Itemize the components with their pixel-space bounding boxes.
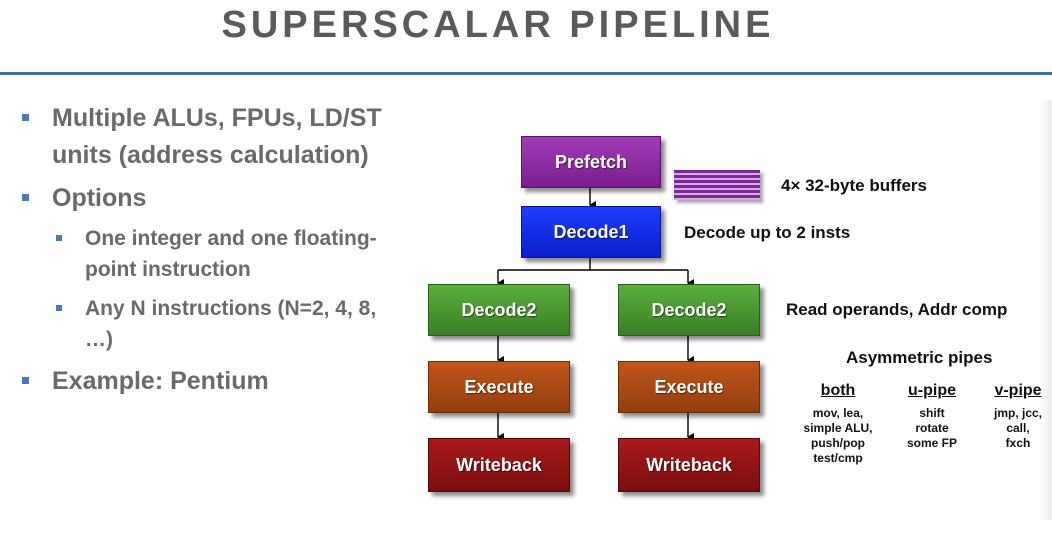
pipe-column-line: jmp, jcc, bbox=[993, 406, 1043, 420]
bullet-example: Example: Pentium bbox=[20, 363, 400, 400]
stage-prefetch: Prefetch bbox=[521, 136, 661, 188]
decode2-note: Read operands, Addr comp bbox=[786, 300, 1008, 319]
pipe-column-line: mov, lea, bbox=[812, 406, 864, 420]
stage-writeback-right: Writeback bbox=[618, 438, 760, 492]
bullet-options: Options bbox=[20, 180, 400, 217]
pipe-column-header: u-pipe bbox=[908, 382, 956, 399]
stage-decode2-left: Decode2 bbox=[428, 284, 570, 336]
pipe-column-v-pipe: v-pipe jmp, jcc, call, fxch bbox=[986, 382, 1050, 451]
stage-decode2-right: Decode2 bbox=[618, 284, 760, 336]
pipe-column-line: rotate bbox=[915, 421, 949, 435]
pipe-column-u-pipe: u-pipe shift rotate some FP bbox=[892, 382, 972, 451]
slide-title: SUPERSCALAR PIPELINE bbox=[221, 4, 775, 46]
pipe-column-line: some FP bbox=[906, 436, 957, 450]
decode1-note: Decode up to 2 insts bbox=[684, 223, 851, 242]
subbullet-int-fp: One integer and one floating-point instr… bbox=[20, 223, 400, 285]
stage-writeback-left: Writeback bbox=[428, 438, 570, 492]
pipe-column-line: fxch bbox=[1005, 436, 1031, 450]
slide-edge-shadow bbox=[1040, 100, 1052, 520]
pipe-column-both: both mov, lea, simple ALU, push/pop test… bbox=[796, 382, 880, 466]
bullet-list: Multiple ALUs, FPUs, LD/ST units (addres… bbox=[20, 100, 400, 406]
pipe-column-header: both bbox=[820, 382, 856, 399]
stage-execute-right: Execute bbox=[618, 361, 760, 413]
pipe-column-line: test/cmp bbox=[813, 451, 863, 465]
bullet-functional-units: Multiple ALUs, FPUs, LD/ST units (addres… bbox=[20, 100, 400, 174]
pipe-column-header: v-pipe bbox=[994, 382, 1042, 399]
pipe-column-line: call, bbox=[1006, 421, 1030, 435]
prefetch-buffers-graphic bbox=[674, 170, 760, 200]
pipe-column-line: simple ALU, bbox=[803, 421, 873, 435]
stage-decode1: Decode1 bbox=[521, 206, 661, 258]
stage-execute-left: Execute bbox=[428, 361, 570, 413]
buffers-note: 4× 32-byte buffers bbox=[781, 176, 927, 195]
asymmetric-pipes-title: Asymmetric pipes bbox=[846, 348, 993, 367]
pipe-column-line: shift bbox=[919, 406, 945, 420]
title-divider bbox=[0, 72, 1052, 75]
subbullet-n-instructions: Any N instructions (N=2, 4, 8, …) bbox=[20, 293, 400, 355]
pipe-column-line: push/pop bbox=[811, 436, 865, 450]
